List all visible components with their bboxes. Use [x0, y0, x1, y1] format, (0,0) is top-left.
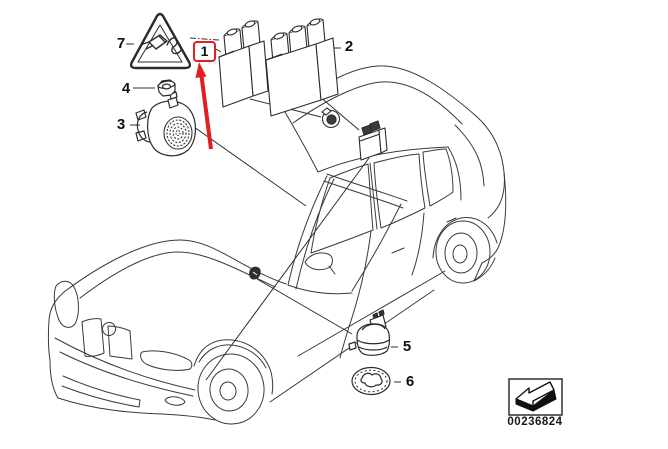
callout-6[interactable]: 6 — [405, 373, 415, 390]
highlight-arrow — [195, 62, 213, 150]
mounting-ring-part[interactable] — [351, 366, 391, 396]
speaker-grille — [163, 116, 193, 150]
hood-sensor-dot — [249, 266, 261, 280]
callout-3[interactable]: 3 — [116, 116, 126, 133]
connector-plug-glyph — [142, 34, 182, 55]
speaker-part[interactable] — [135, 91, 196, 157]
control-module-1-part[interactable] — [218, 20, 269, 108]
direction-arrow-icon — [508, 378, 563, 416]
callout-1-highlighted[interactable]: 1 — [193, 41, 216, 62]
callout-7[interactable]: 7 — [116, 35, 126, 52]
car-outline-drawing — [47, 65, 507, 425]
roof-bracket-part — [358, 120, 388, 161]
callout-2[interactable]: 2 — [344, 38, 354, 55]
warning-triangle-icon[interactable] — [129, 12, 192, 70]
nut-part[interactable] — [157, 79, 176, 97]
control-module-2-part[interactable] — [265, 18, 339, 117]
callout-5[interactable]: 5 — [402, 338, 412, 355]
ultrasonic-sensor-part[interactable] — [348, 309, 390, 356]
callout-4[interactable]: 4 — [121, 80, 131, 97]
roof-grommet-part — [321, 107, 341, 129]
image-number: 00236824 — [507, 416, 563, 428]
